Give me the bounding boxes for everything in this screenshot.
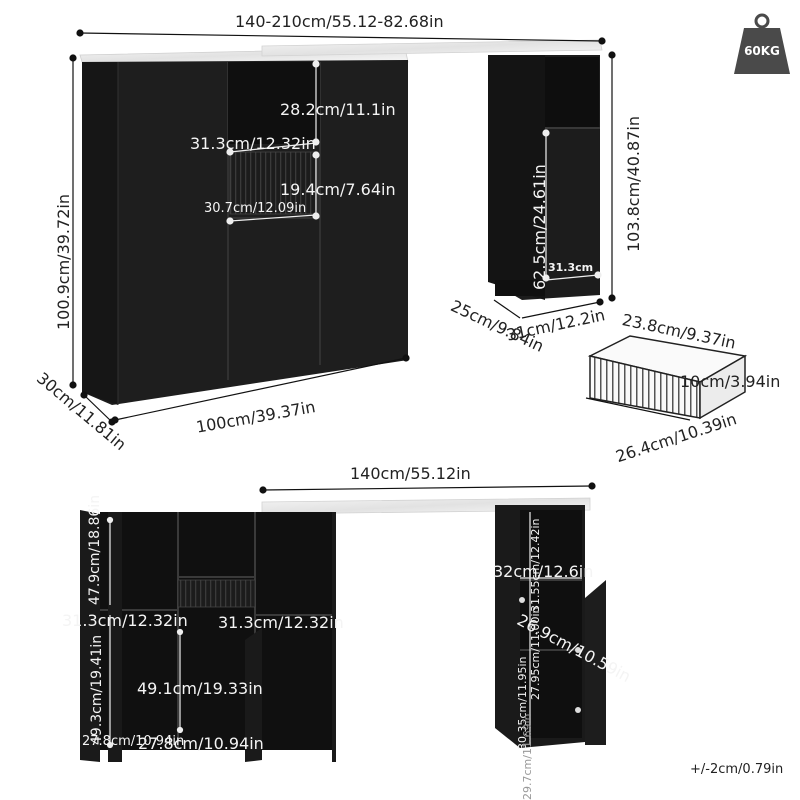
bottom-mid-width-label: 27.8cm/10.94in — [138, 734, 264, 753]
side-col-4-label: 29.7cm/11.69in — [521, 713, 534, 800]
top-total-width-label: 140-210cm/55.12-82.68in — [235, 12, 444, 31]
open-cabinet-bottom — [80, 510, 336, 762]
drawer-detail-illustration — [587, 335, 748, 420]
side-inner-height-label: 62.5cm/24.61in — [530, 164, 549, 290]
side-inner-width-label: 31.3cm — [548, 261, 594, 274]
side-unit-bottom — [495, 505, 606, 748]
left-lower-height-label: 49.1cm/19.33in — [137, 679, 263, 698]
left-top-shelf-label: 47.9cm/18.86in — [87, 494, 103, 605]
top-inner-dimension-lines — [226, 60, 602, 282]
drawer-height-label: 19.4cm/7.64in — [280, 180, 396, 199]
bottom-dimension-lines — [259, 482, 596, 494]
left-side-height-label: 49.3cm/19.41in — [89, 634, 105, 745]
top-dimension-lines — [69, 29, 691, 426]
drawer-width-bottom-label: 30.7cm/12.09in — [204, 201, 307, 216]
side-shelf-width-label: 32cm/12.6in — [493, 562, 594, 581]
drawer-detail-height-label: 10cm/3.94in — [680, 372, 781, 391]
open-shelf-height-label: 28.2cm/11.1in — [280, 100, 396, 119]
weight-label: 60KG — [744, 44, 780, 58]
mid-shelf-width-label: 31.3cm/12.32in — [218, 613, 344, 632]
main-cabinet-top — [79, 47, 409, 405]
bottom-left-width-label: 27.8cm/10.94in — [82, 734, 185, 749]
bottom-inner-dimension-lines — [106, 512, 582, 749]
cabinet-height-label: 100.9cm/39.72in — [54, 194, 73, 330]
extendable-countertop — [261, 39, 603, 57]
weight-icon — [734, 13, 790, 74]
left-shelf-width-label: 31.3cm/12.32in — [62, 611, 188, 630]
tolerance-note: +/-2cm/0.79in — [690, 762, 784, 777]
side-col-1-label: 31.55cm/12.42in — [529, 518, 542, 612]
weight-badge: 60KG — [735, 14, 789, 74]
side-unit-top — [488, 55, 600, 300]
side-height-label: 103.8cm/40.87in — [624, 116, 643, 252]
bottom-total-width-label: 140cm/55.12in — [350, 464, 471, 483]
drawer-width-top-label: 31.3cm/12.32in — [190, 134, 316, 153]
